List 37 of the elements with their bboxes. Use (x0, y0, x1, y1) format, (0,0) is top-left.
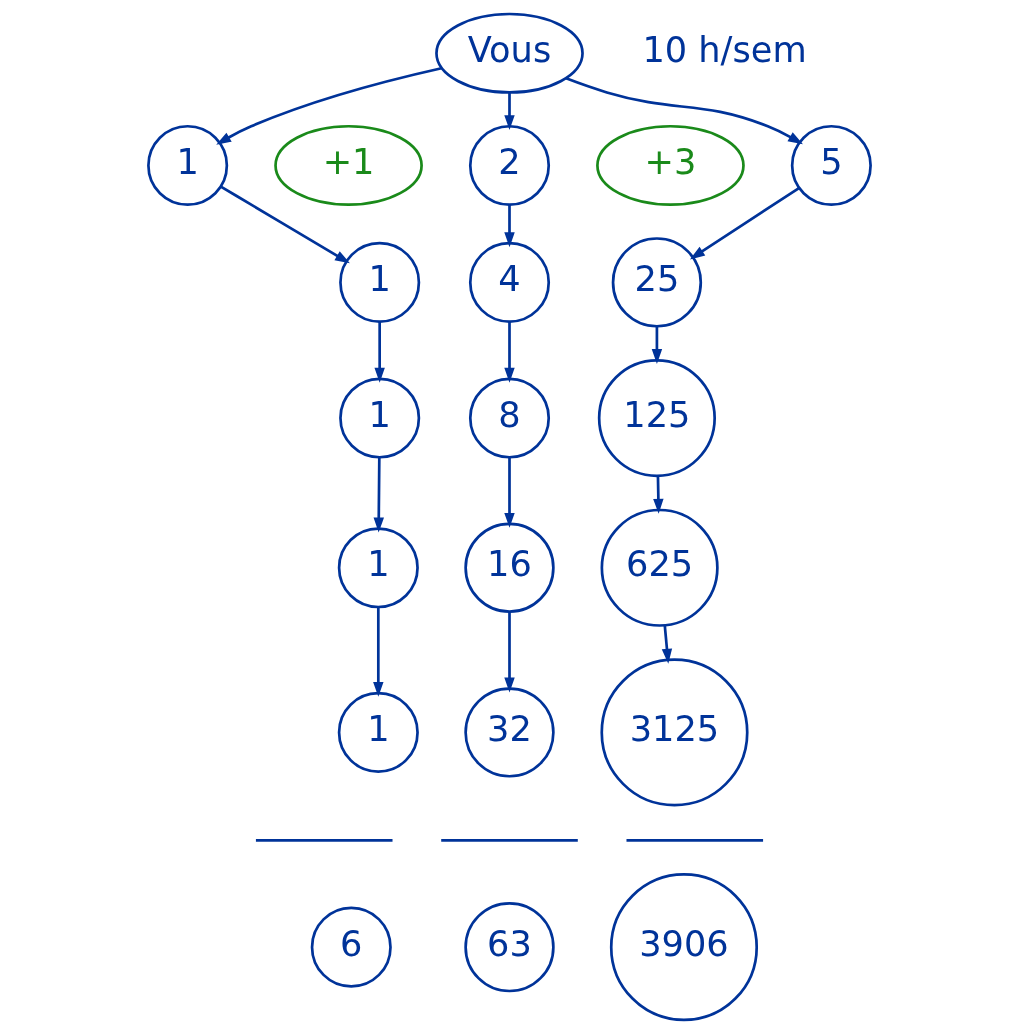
arrow (503, 321, 515, 383)
arrow (503, 92, 515, 131)
node-circle: 125 (597, 358, 716, 478)
node-circle: 1 (338, 377, 420, 459)
node-circle: 3906 (609, 873, 758, 1022)
node-circle: 6 (310, 906, 392, 988)
node-circle: 2 (468, 124, 550, 206)
arrow (215, 66, 442, 145)
arrow (220, 185, 350, 264)
node-circle: 1 (337, 691, 419, 773)
arrow (372, 607, 384, 697)
node-circle: 4 (468, 241, 550, 323)
node-circle: 32 (463, 687, 555, 778)
arrow (651, 326, 662, 364)
arrow (503, 204, 515, 248)
node-circle: 1 (146, 124, 228, 206)
arrow (373, 321, 385, 383)
node-circle: 625 (600, 508, 719, 627)
node-ellipse: Vous (434, 12, 584, 94)
arrow (661, 625, 672, 664)
node-circle: 16 (463, 522, 555, 613)
label: 10 h/sem (641, 28, 807, 70)
arrow (652, 476, 664, 514)
arrow (503, 457, 515, 528)
node-circle: 1 (337, 527, 419, 609)
node-ellipse: +1 (273, 124, 423, 206)
node-circle: 3125 (599, 658, 749, 807)
arrow (503, 612, 515, 693)
node-circle: 63 (463, 901, 555, 993)
node-circle: 25 (611, 237, 702, 328)
node-circle: 5 (790, 124, 872, 206)
arrow (373, 457, 384, 533)
node-circle: 8 (468, 377, 550, 459)
arrow (689, 186, 800, 260)
node-ellipse: +3 (595, 124, 745, 206)
arrow (565, 77, 803, 145)
node-circle: 1 (338, 241, 420, 323)
